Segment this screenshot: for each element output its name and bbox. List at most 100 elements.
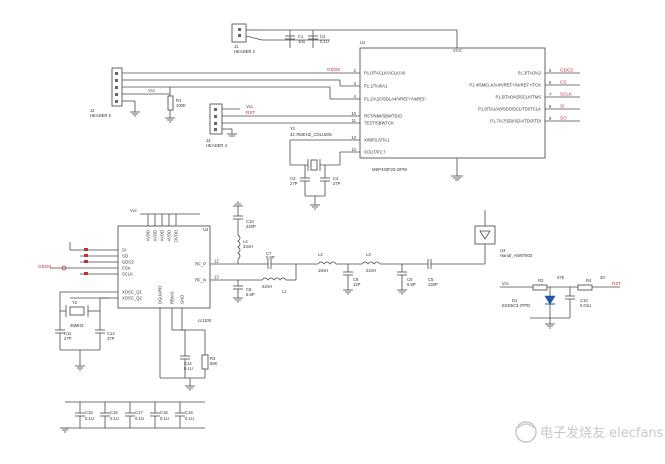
rf-pin-label-bottom: GND: [180, 295, 185, 304]
c6-ref: C6: [407, 277, 413, 282]
rf-vcc: Vcc: [130, 208, 137, 213]
rf-pin-label-right: RF_N: [195, 278, 206, 283]
y1-ref: Y1: [290, 126, 296, 131]
vcc-label-j2: Vcc: [148, 88, 155, 93]
mcu-pin-number-right: 5: [549, 68, 552, 73]
c7-ref: C7: [266, 251, 272, 256]
elecfans-watermark: 电子发烧友 elecfans.com: [515, 421, 665, 443]
mcu-pin-label-left: XIN/P2.6/TA1: [364, 138, 390, 143]
mcu-pin-number-left: 13: [351, 135, 356, 140]
mcu-net-label: GDO2: [560, 68, 573, 73]
header-j1: J1 HEADER 2: [231, 23, 263, 54]
rf-pin-label-bottom: DGUARD: [158, 286, 163, 304]
r2-value: 47K: [557, 275, 565, 280]
decap-value: 0.1U: [85, 416, 94, 421]
rf-pin-label-bottom: RBIAS: [170, 291, 175, 304]
l4-value: 33nH: [243, 244, 253, 249]
mcu-pin-number-left: 3: [354, 81, 357, 86]
c2-value: 0.1U: [320, 39, 329, 44]
j1-name: HEADER 2: [234, 49, 256, 54]
c9-value: 12P: [353, 282, 361, 287]
mcu-net-label: SI: [560, 104, 564, 109]
mcu-vcc-label: VCC: [453, 48, 462, 53]
mcu-part: MSP430F20-2IPW: [372, 167, 407, 172]
mcu-pin-label-right: P1.4/SMCLK/A4/VREF+/VeREF+/TCK: [469, 83, 541, 88]
rf-pin-label-left: XOSC_Q1: [122, 290, 142, 295]
mcu-pin-number-left: 11: [352, 118, 357, 123]
mcu-pin-number-right: 8: [549, 104, 552, 109]
c11-ref: C11: [64, 331, 72, 336]
c10b-value: 0.01U: [580, 303, 591, 308]
rf-ref: U2: [203, 227, 209, 232]
rf-part: cc1100: [198, 318, 212, 323]
c8-ref: C8: [246, 287, 252, 292]
mcu-pin-number-right: 7: [549, 92, 552, 97]
decap-ref: C16: [110, 410, 118, 415]
r3: [201, 354, 209, 370]
l2-value: 18nH: [318, 268, 328, 273]
mcu-ref: U1: [360, 40, 366, 45]
rf-pin-label-top: AVDD: [153, 230, 158, 241]
mcu-pin-number-right: 9: [549, 116, 552, 121]
rf-body: [117, 225, 211, 309]
mcu-pin-number-left: 12: [351, 147, 356, 152]
r4-ref: R4: [586, 278, 592, 283]
mcu-pin-number-left: 10: [351, 111, 356, 116]
esd-rst: RST: [612, 281, 621, 286]
mcu-net-label: SO: [560, 116, 567, 121]
rf-pin-label-left: SCLK: [122, 272, 133, 277]
rf-pin-label-left: CSn: [122, 266, 131, 271]
r3-ref: R3: [210, 356, 216, 361]
c14-value: 0.1U: [184, 366, 193, 371]
decap-value: 0.1U: [185, 416, 194, 421]
decap-value: 0.1U: [110, 416, 119, 421]
d1-ref: D1: [512, 298, 518, 303]
c10b-ref: C10: [580, 298, 588, 303]
u3-ref: U3: [500, 248, 506, 253]
rf-pin-label-top: AVDD: [146, 230, 151, 241]
net-gdo0-mcu: GDO0: [327, 67, 340, 72]
mcu-pin-number-right: 6: [549, 80, 552, 85]
mcu-pin-label-left: RST/NMI/SBWTDIO: [364, 114, 403, 119]
rf-pin-label-left: GDO2: [122, 260, 135, 265]
rf-pin-label-left: XOSC_Q2: [122, 296, 142, 301]
mcu-pin-label-left: P1.0/TACLK/ACLK/A0: [364, 71, 406, 76]
r4: [577, 284, 593, 291]
vcc-label-j3: Vcc: [246, 104, 253, 109]
rf-pin-label-top: AVDD: [160, 230, 165, 241]
rf-pin-label-left: SI: [122, 248, 126, 253]
c7-value: 0.8P: [266, 255, 275, 260]
mcu-pin-label-left: P1.1/TA0/A1: [364, 84, 388, 89]
j2-ref: J2: [90, 108, 95, 113]
mcu-pin-label-left: TEST/SBWTCK: [364, 121, 394, 126]
decap-value: 0.1U: [160, 416, 169, 421]
d1-diode: [544, 295, 556, 305]
rf-pin-label-right: RF_P: [195, 262, 206, 267]
c10-value: 220P: [246, 224, 256, 229]
watermark-text: 电子发烧友 elecfans.com: [540, 425, 665, 441]
r1-value: 100K: [176, 103, 186, 108]
rf-pin-label-top: AVDD: [167, 230, 172, 241]
mcu-pin-number-left: 2: [354, 68, 357, 73]
c10-ref: C10: [246, 219, 254, 224]
y1-value: 32.768KHZ_COLUMN: [290, 132, 332, 137]
y2-ref: Y2: [72, 300, 78, 305]
c14-ref: C14: [184, 361, 192, 366]
c12-value: 27P: [107, 336, 115, 341]
u3-value: Handr_ANNT603: [500, 253, 533, 258]
y2-value: 26MHZ: [70, 323, 84, 328]
rf-pin-label-left: SO: [122, 254, 129, 259]
l2-ref: L2: [318, 252, 323, 257]
c12-ref: C12: [107, 331, 115, 336]
mcu-pin-number-left: 4: [354, 94, 357, 99]
l3-ref: L3: [366, 252, 371, 257]
mcu-pin-label-right: P1.7/A7/SDI/SDA/TDO/TDI: [490, 119, 541, 124]
decap-ref: C18: [160, 410, 168, 415]
r3-value: 56K: [210, 361, 218, 366]
c9-ref: C9: [353, 277, 359, 282]
j3-ref: J3: [206, 138, 211, 143]
d1-value: ESD5C3.3TPD: [502, 303, 530, 308]
mcu-net-label: SCLK: [560, 92, 573, 97]
r1-ref: R1: [176, 98, 182, 103]
